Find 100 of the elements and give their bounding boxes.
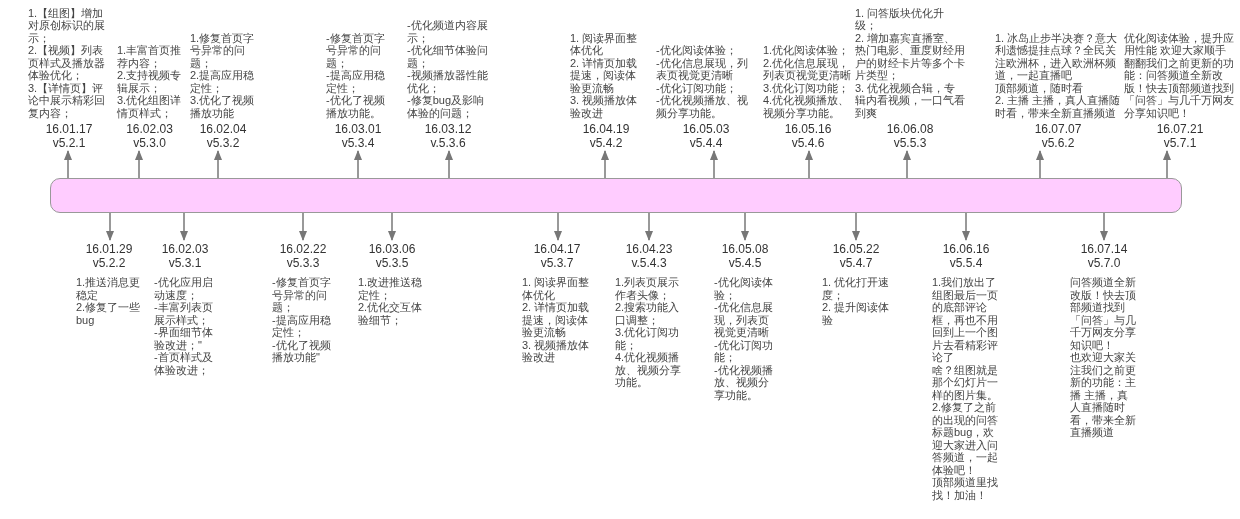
- release-note: 1. 问答版块优化升级；: [855, 6, 946, 32]
- arrow: [805, 150, 813, 179]
- release-date: 16.02.22: [278, 242, 328, 256]
- release-date: 16.05.22: [831, 242, 881, 256]
- arrow: [962, 212, 970, 241]
- version-number: v5.5.4: [948, 256, 984, 270]
- version-number: v5.3.7: [539, 256, 575, 270]
- arrow: [741, 212, 749, 241]
- release-note: 1. 冰岛止步半决赛？意大利遗憾提挂点球？全民关注欧洲杯，进入欧洲杯频道，一起直播吧: [995, 31, 1119, 82]
- release-note: 2. 详情页加载提速，阅读体验更流畅: [570, 56, 639, 94]
- release-note: 2.优化信息展现，列表页视觉更清晰: [763, 56, 852, 82]
- arrow: [601, 150, 609, 179]
- release-note: 也欢迎大家关注我们之前更新的功能：主播 主播，真人直播随时看，带来全新直播频道: [1070, 351, 1137, 439]
- arrow: [106, 212, 114, 241]
- release-note: 1.列表页展示作者头像；: [615, 276, 681, 301]
- release-date: 16.05.16: [783, 122, 833, 136]
- version-number: v5.3.0: [132, 136, 167, 150]
- release-note: -优化信息展现，列表页视觉更清晰: [714, 301, 774, 339]
- version-number: v5.4.5: [727, 256, 763, 270]
- release-note: -优化了视频播放功能。: [326, 94, 386, 119]
- version-number: v5.4.2: [588, 136, 624, 150]
- release-note: -提高应用稳定性；: [326, 69, 386, 94]
- arrow: [1100, 212, 1108, 241]
- version-number: v5.3.3: [285, 256, 321, 270]
- release-note: 1. 阅读界面整体优化: [522, 276, 591, 301]
- release-date: 16.03.06: [367, 242, 417, 256]
- release-date: 16.05.03: [681, 122, 731, 136]
- release-note: 2.修复了一些bug: [76, 301, 142, 326]
- release-note: 2.提高应用稳定性；: [190, 69, 256, 94]
- version-number: v5.5.3: [892, 136, 928, 150]
- release-note: 1.丰富首页推荐内容；: [117, 44, 182, 69]
- release-note: -优化阅读体验；: [714, 276, 774, 301]
- release-note: -修复bug及影响体验的问题；: [407, 94, 486, 119]
- version-number: v5.4.7: [838, 256, 874, 270]
- release-note: 1.优化阅读体验；: [763, 44, 851, 57]
- release-date: 16.07.14: [1079, 242, 1129, 256]
- version-number: v5.3.1: [167, 256, 203, 270]
- release-note: -丰富列表页展示样式；: [154, 301, 214, 326]
- arrow: [645, 212, 653, 241]
- release-note: -优化频道内容展示；: [407, 19, 489, 44]
- release-note: 问答频道全新改版！快去顶部频道找到「问答」与几千万网友分享知识吧！: [1070, 276, 1137, 351]
- release-note: 2.搜索功能入口调整；: [615, 301, 681, 326]
- release-note: -优化阅读体验；: [656, 44, 738, 57]
- release-note: 4.优化视频播放、视频分享功能。: [763, 94, 851, 119]
- release-note: 3.优化订阅功能；: [615, 326, 681, 351]
- arrow: [903, 150, 911, 179]
- release-note: 1.推送消息更稳定: [76, 276, 142, 301]
- release-note: -优化细节体验问题；: [407, 44, 489, 69]
- release-date: 16.02.04: [198, 122, 248, 136]
- version-number: v5.2.1: [51, 136, 87, 150]
- release-date: 16.04.19: [581, 122, 631, 136]
- version-number: v5.3.4: [340, 136, 376, 150]
- release-note: -视频播放器性能优化；: [407, 69, 489, 94]
- version-number: v5.7.0: [1086, 256, 1122, 270]
- version-number: v5.4.4: [688, 136, 724, 150]
- version-number: v.5.3.6: [429, 136, 467, 150]
- arrow: [354, 150, 362, 179]
- release-note: 啥？组图就是那个幻灯片一样的图片集。: [932, 363, 999, 401]
- release-note: -首页样式及体验改进；: [154, 351, 214, 376]
- release-note: 1.改进推送稳定性；: [358, 276, 424, 301]
- arrow: [1163, 150, 1171, 179]
- release-note: -优化视频播放、视频分享功能。: [656, 94, 749, 119]
- release-note: 3. 优化视频合辑，专辑内看视频，一口气看到爽: [855, 81, 965, 119]
- release-note: 3.优化订阅功能；: [763, 81, 851, 94]
- release-note: 3.优化了视频播放功能: [190, 94, 256, 119]
- release-note: 2. 详情页加载提速，阅读体验更流畅: [522, 301, 591, 339]
- version-number: v5.7.1: [1162, 136, 1198, 150]
- release-note: 2.优化交互体验细节；: [358, 301, 424, 326]
- arrow: [135, 150, 143, 179]
- release-note: -优化视频播放、视频分享功能。: [714, 363, 774, 401]
- version-number: v5.2.2: [91, 256, 127, 270]
- release-note: 1. 阅读界面整体优化: [570, 31, 639, 57]
- release-note: 2.支持视频专辑展示；: [117, 69, 182, 94]
- release-note: -修复首页字号异常的问题；: [326, 31, 386, 69]
- release-note: 顶部频道，随时看: [995, 81, 1084, 94]
- arrow: [1036, 150, 1044, 179]
- release-note: 1.修复首页字号异常的问题；: [190, 31, 256, 69]
- release-note: 4.优化视频播放、视频分享功能。: [615, 351, 682, 389]
- release-note: 2.修复了之前的出现的问答标题bug，欢迎大家进入问答频道，一起体验吧！: [932, 401, 999, 476]
- arrow: [852, 212, 860, 241]
- release-note: 2. 增加嘉宾直播室、热门电影、重度财经用户的财经卡片等多个卡片类型；: [855, 31, 965, 82]
- release-note: 2.【视频】列表页样式及播放器体验优化；: [28, 44, 106, 82]
- arrow: [554, 212, 562, 241]
- arrow: [388, 212, 396, 241]
- release-note: 3.优化组图详情页样式；: [117, 94, 182, 119]
- release-note: 顶部频道里找找！加油！: [932, 476, 999, 501]
- release-note: -优化信息展现，列表页视觉更清晰: [656, 56, 749, 82]
- release-date: 16.06.16: [941, 242, 991, 256]
- arrow: [299, 212, 307, 241]
- version-number: v5.3.5: [374, 256, 410, 270]
- release-note: 优化阅读体验，提升应用性能 欢迎大家顺手翻翻我们之前更新的功能：问答频道全新改版！快去顶部频道找到「问答」与几千万网友分享知识吧！: [1124, 31, 1235, 119]
- version-number: v.5.4.3: [630, 256, 668, 270]
- release-note: 1.【组图】增加对原创标识的展示；: [28, 6, 106, 44]
- release-date: 16.03.12: [423, 122, 473, 136]
- release-date: 16.06.08: [885, 122, 935, 136]
- release-note: 2. 提升阅读体验: [822, 301, 890, 326]
- release-date: 16.02.03: [125, 122, 174, 136]
- arrow: [214, 150, 222, 179]
- arrow: [445, 150, 453, 179]
- version-number: v5.6.2: [1040, 136, 1076, 150]
